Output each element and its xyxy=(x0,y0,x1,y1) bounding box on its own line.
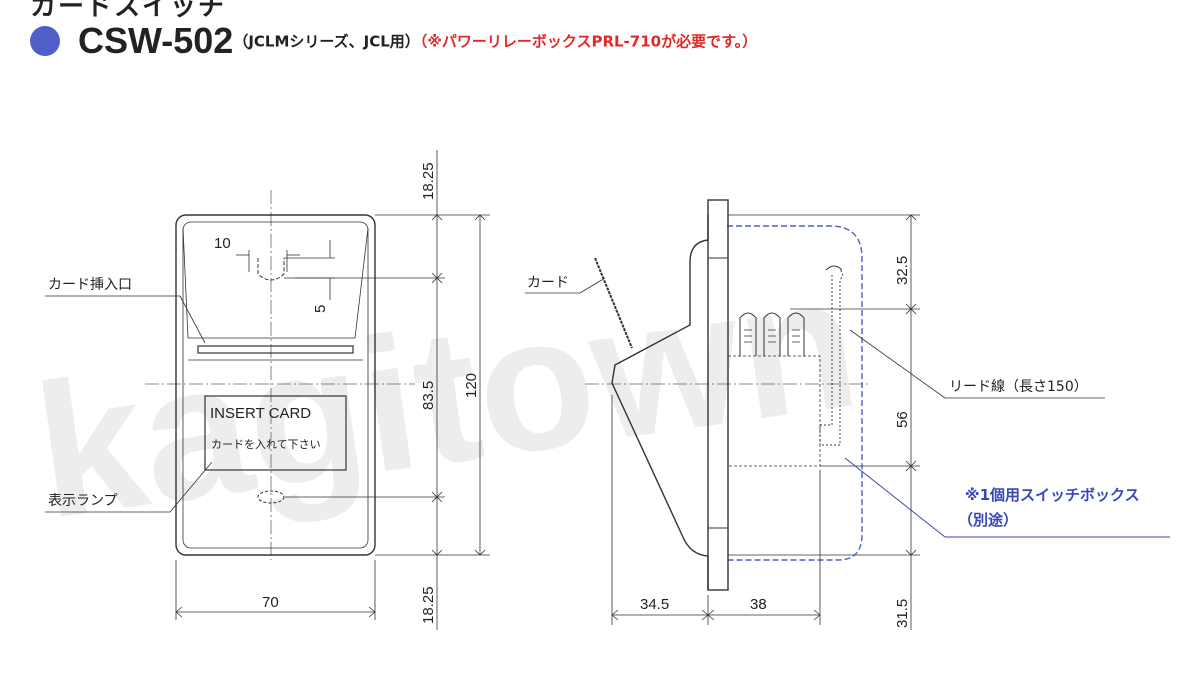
bullet-icon xyxy=(30,26,60,56)
dim-10: 10 xyxy=(214,235,231,252)
category-title: カードスイッチ xyxy=(30,0,227,22)
dim-70: 70 xyxy=(262,594,279,611)
lamp-label: 表示ランプ xyxy=(48,493,118,509)
dim-18-25-top: 18.25 xyxy=(420,162,437,200)
switch-box-label: ※1個用スイッチボックス xyxy=(965,486,1140,504)
dim-5: 5 xyxy=(312,305,329,313)
side-view-labels: カード リード線（長さ150） 32.5 56 31.5 34.5 38 ※1個… xyxy=(527,256,1140,628)
front-view xyxy=(45,150,490,630)
card-label: カード xyxy=(527,275,569,291)
series-text: （JCLMシリーズ、JCL用） xyxy=(233,32,420,51)
dim-56: 56 xyxy=(894,411,911,428)
lead-wire-label: リード線（長さ150） xyxy=(949,379,1088,395)
dim-34-5: 34.5 xyxy=(640,596,669,613)
side-view xyxy=(525,199,1105,630)
switch-box-leader xyxy=(844,457,1170,538)
switch-box-sublabel: （別途） xyxy=(958,511,1018,529)
front-view-labels: 10 5 70 18.25 83.5 120 18.25 カード挿入口 表示ラン… xyxy=(48,162,480,624)
insert-card-text: INSERT CARD xyxy=(210,405,311,422)
model-number: CSW-502 xyxy=(78,20,234,61)
dim-83-5: 83.5 xyxy=(420,381,437,410)
requirement-note: （※パワーリレーボックスPRL-710が必要です。） xyxy=(419,32,758,51)
dim-120: 120 xyxy=(463,373,480,398)
watermark: kagitown xyxy=(24,235,869,560)
header: カードスイッチ CSW-502（JCLMシリーズ、JCL用）（※パワーリレーボッ… xyxy=(0,0,1200,70)
title-row: CSW-502（JCLMシリーズ、JCL用）（※パワーリレーボックスPRL-71… xyxy=(78,20,757,62)
dim-18-25-bottom: 18.25 xyxy=(420,586,437,624)
dim-38: 38 xyxy=(750,596,767,613)
dim-32-5: 32.5 xyxy=(894,256,911,285)
insert-card-subtext: カードを入れて下さい xyxy=(211,438,321,451)
card-slot-label: カード挿入口 xyxy=(48,277,132,293)
dim-31-5: 31.5 xyxy=(894,599,911,628)
